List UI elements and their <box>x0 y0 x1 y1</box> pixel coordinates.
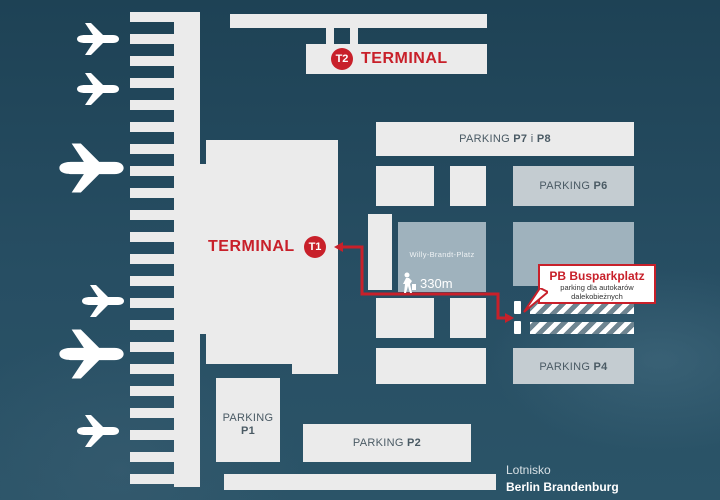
airplane-icon <box>59 329 124 379</box>
walk-distance: 330m <box>420 276 453 291</box>
terminal2-bar <box>230 14 487 28</box>
building-block <box>368 214 392 290</box>
bus-parking-callout: PB Busparkplatz parking dla autokarów da… <box>538 264 656 304</box>
parking-p2-label: PARKING P2 <box>352 437 422 449</box>
bus-parking-area <box>530 302 634 314</box>
bus-icon <box>514 321 521 334</box>
callout-pointer <box>523 288 548 313</box>
airplane-icon <box>77 73 119 105</box>
building-block <box>450 298 486 338</box>
bus-parking-subtitle: dalekobieżnych <box>571 292 623 301</box>
parking-p6 <box>513 166 634 206</box>
bus-parking-subtitle: parking dla autokarów <box>560 283 634 292</box>
parking-p6-label: PARKING P6 <box>539 180 608 192</box>
parking-p4-label: PARKING P4 <box>539 361 608 373</box>
airplane-icon <box>77 415 119 447</box>
terminal1-label: TERMINAL <box>208 238 295 255</box>
bus-parking-area <box>530 322 634 334</box>
footer-airport-name: Berlin Brandenburg <box>506 480 619 494</box>
runway-strip <box>174 12 200 487</box>
terminal2-connector <box>350 28 358 46</box>
building-block <box>450 166 486 206</box>
terminal2-connector <box>326 28 334 46</box>
building-block <box>376 166 434 206</box>
airplane-icon <box>59 143 124 193</box>
walking-person-icon <box>403 272 416 293</box>
parking-p7-p8-label: PARKING P7 i P8 <box>459 133 551 145</box>
willy-brandt-platz <box>398 222 486 292</box>
terminal1-badge: T1 <box>304 236 326 258</box>
road-strip <box>224 474 496 490</box>
building-block <box>376 298 434 338</box>
parking-p2 <box>303 424 471 462</box>
terminal2-badge: T2 <box>331 48 353 70</box>
bus-icon <box>514 301 521 314</box>
parking-p1 <box>216 378 280 462</box>
airplane-icon <box>82 285 124 317</box>
terminal2-label: TERMINAL <box>361 50 448 67</box>
bus-parking-title: PB Busparkplatz <box>549 269 645 283</box>
airplane-icon <box>77 23 119 55</box>
parking-p7-p8 <box>376 122 634 156</box>
footer-airport-label: Lotnisko <box>506 463 551 477</box>
building-block <box>376 348 486 384</box>
willy-brandt-platz-label: Willy-Brandt-Platz <box>409 250 475 259</box>
parking-p4 <box>513 348 634 384</box>
